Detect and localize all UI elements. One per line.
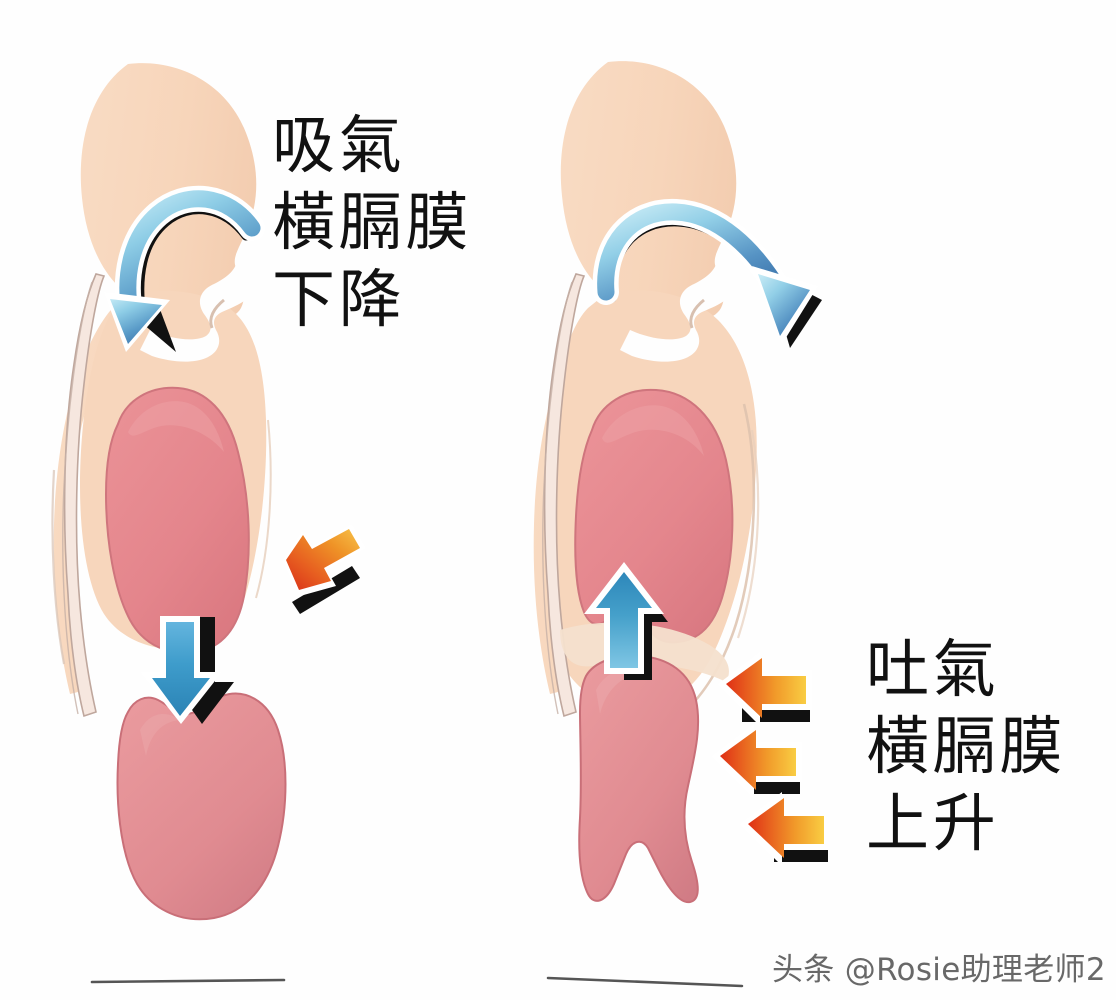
left-lung-highlight xyxy=(128,401,224,452)
exhalation-figure xyxy=(533,61,830,988)
left-body-silhouette xyxy=(53,63,257,694)
inhalation-figure xyxy=(51,63,366,984)
exhale-label-line-1: 吐氣 xyxy=(866,633,1000,706)
left-mouth-line xyxy=(209,298,225,329)
right-abdomen-highlight xyxy=(596,668,646,714)
right-face-negative xyxy=(620,244,741,362)
left-spine xyxy=(63,273,106,718)
right-diaphragm-arrow-body xyxy=(596,572,652,668)
right-diaphragm-arrow xyxy=(584,562,668,680)
right-airflow-arrow-body xyxy=(597,203,789,301)
left-bodywall-arrow-shadow xyxy=(292,566,360,614)
right-bodywall-arrow-2 xyxy=(712,724,802,798)
right-airflow-arrow-head xyxy=(758,274,810,336)
left-spine-outer-line xyxy=(62,281,93,715)
left-bodywall-arrow-body xyxy=(286,529,360,590)
right-baseline xyxy=(546,976,744,988)
right-bodywall-arrow-3 xyxy=(740,792,830,866)
left-bodywall-arrow xyxy=(282,524,366,614)
right-bodywall-arrow-1-body xyxy=(726,658,806,718)
right-bodywall-contour-2 xyxy=(736,429,760,639)
left-lung xyxy=(104,386,250,654)
left-airflow-arrow xyxy=(104,185,265,352)
right-bodywall-arrow-1 xyxy=(718,652,812,726)
exhale-label: 吐氣 橫膈膜 上升 xyxy=(866,632,1066,863)
right-mouth-line xyxy=(689,298,705,329)
right-abdomen-organ xyxy=(578,654,700,904)
inhale-label-line-1: 吸氣 xyxy=(272,109,406,182)
left-airflow-arrow-head xyxy=(110,299,162,344)
right-lung-highlight xyxy=(602,405,704,456)
left-diaphragm-highlight xyxy=(140,714,180,756)
right-bodywall-arrow-3-body xyxy=(748,798,824,858)
inhale-label-line-3: 下降 xyxy=(272,262,406,336)
inhale-label: 吸氣 橫膈膜 下降 xyxy=(272,108,472,339)
right-bodywall-arrow-2-body xyxy=(720,730,796,790)
left-diaphragm-arrow-body xyxy=(152,622,210,716)
exhale-label-line-3: 上升 xyxy=(866,786,1000,860)
left-body-outline-sketch xyxy=(51,469,66,665)
left-baseline xyxy=(90,978,286,984)
watermark-text: 头条 @Rosie助理老师2 xyxy=(772,952,1106,988)
right-airflow-arrow xyxy=(592,198,822,348)
right-spine-outer-line xyxy=(542,281,573,715)
exhale-label-line-2: 橫膈膜 xyxy=(866,709,1067,783)
right-bodywall-contour xyxy=(683,403,756,713)
inhale-label-line-2: 橫膈膜 xyxy=(272,185,473,259)
left-airflow-arrow-body xyxy=(119,190,261,321)
right-spine xyxy=(543,273,586,718)
left-chest-contour xyxy=(255,419,272,599)
left-face-negative xyxy=(140,244,261,362)
left-diaphragm-arrow xyxy=(140,616,234,724)
